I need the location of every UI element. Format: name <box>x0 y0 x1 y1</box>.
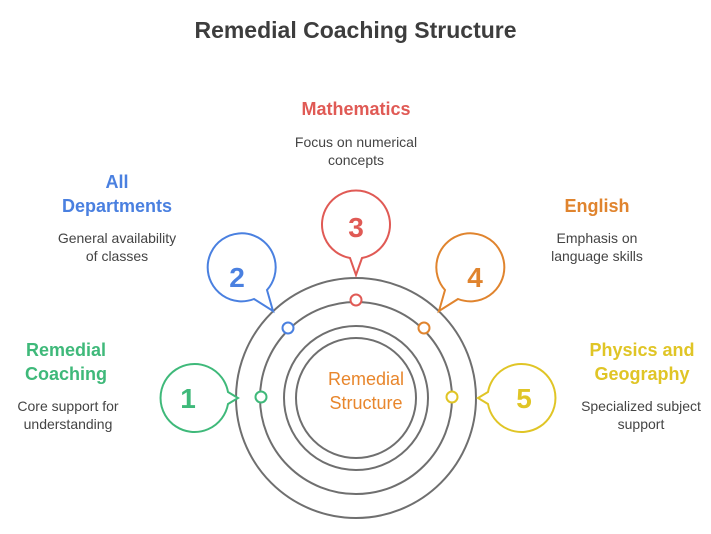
step-2-title-line-2: Departments <box>61 196 173 216</box>
step-3-title: Mathematics <box>271 97 441 121</box>
marker-3 <box>349 293 363 307</box>
step-number-3: 3 <box>348 212 364 243</box>
step-1-description-line-1: Core support for <box>17 398 119 414</box>
step-4-title: English <box>537 194 657 218</box>
step-5-title-line-1: Physics and <box>589 340 695 360</box>
step-2-title-line-1: All <box>105 172 129 192</box>
step-5-title-line-2: Geography <box>594 364 690 384</box>
step-5-description-line-2: support <box>617 416 665 432</box>
inner-ring <box>283 325 429 471</box>
marker-1 <box>254 390 268 404</box>
step-3-description: Focus on numerical concepts <box>271 133 441 169</box>
step-1-title-line-1: Remedial <box>25 340 107 360</box>
step-number-5: 5 <box>516 383 532 414</box>
marker-5 <box>445 390 459 404</box>
step-5-title: Physics and Geography <box>576 338 708 386</box>
center-label-line-2: Structure <box>329 393 403 413</box>
center-label-line-1: Remedial <box>327 369 405 389</box>
step-1-description: Core support for understanding <box>0 397 136 433</box>
step-4-description: Emphasis on language skills <box>532 229 662 265</box>
marker-4 <box>417 321 431 335</box>
step-2-description: General availability of classes <box>42 229 192 265</box>
step-number-4: 4 <box>467 262 483 293</box>
step-1-title: Remedial Coaching <box>4 338 128 386</box>
marker-2 <box>281 321 295 335</box>
step-4-description-line-1: Emphasis on <box>556 230 638 246</box>
bubble-1 <box>159 363 240 433</box>
step-1-description-line-2: understanding <box>23 416 113 432</box>
bubble-3 <box>321 189 391 279</box>
step-3-title-line-1: Mathematics <box>301 99 411 119</box>
bubble-4 <box>435 232 506 314</box>
core-ring <box>295 337 417 459</box>
step-4-title-line-1: English <box>564 196 630 216</box>
step-4-description-line-2: language skills <box>551 248 643 264</box>
center-label: Remedial Structure <box>306 367 426 415</box>
step-2-title: All Departments <box>52 170 182 218</box>
step-2-description-line-1: General availability <box>57 230 177 246</box>
bubble-2 <box>206 232 277 314</box>
step-3-description-line-1: Focus on numerical <box>294 134 418 150</box>
step-3-description-line-2: concepts <box>327 152 385 168</box>
step-number-1: 1 <box>180 383 196 414</box>
step-2-description-line-2: of classes <box>85 248 149 264</box>
diagram-title: Remedial Coaching Structure <box>194 17 517 43</box>
step-number-2: 2 <box>229 262 245 293</box>
step-5-description: Specialized subject support <box>571 397 711 433</box>
step-5-description-line-1: Specialized subject <box>581 398 701 414</box>
step-1-title-line-2: Coaching <box>24 364 107 384</box>
bubble-5 <box>476 363 557 433</box>
